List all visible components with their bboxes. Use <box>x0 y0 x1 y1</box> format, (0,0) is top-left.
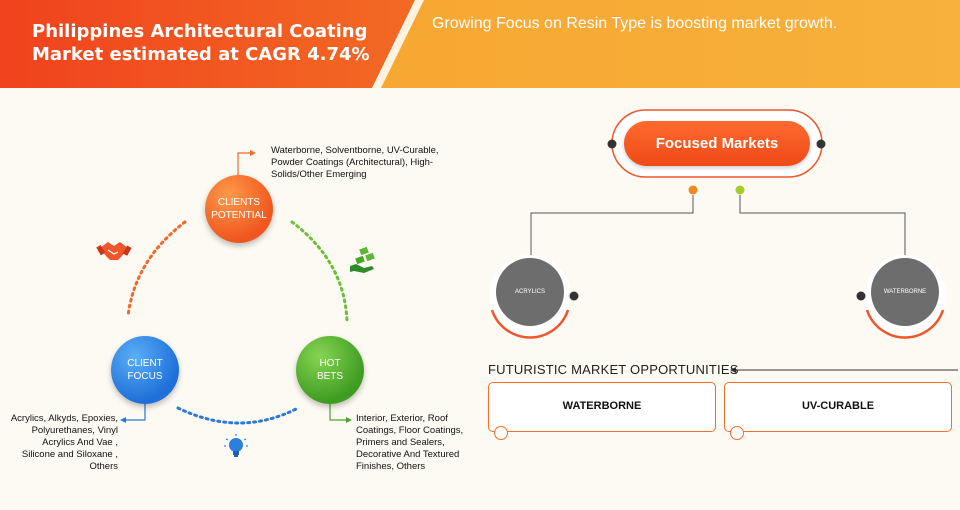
header-banner: Philippines Architectural Coating Market… <box>0 0 960 88</box>
hot-bets-label-2: BETS <box>316 371 344 382</box>
opportunity-ring-2 <box>730 426 744 440</box>
segment-acrylics <box>489 255 579 339</box>
clients-potential-text: Waterborne, Solventborne, UV-Curable, Po… <box>271 145 439 180</box>
opportunities-title: FUTURISTIC MARKET OPPORTUNITIES <box>488 362 739 377</box>
page-title: Philippines Architectural Coating Market… <box>32 21 370 65</box>
clients-potential-node: CLIENTS POTENTIAL <box>205 175 273 243</box>
header-background <box>0 0 960 88</box>
handshake-icon <box>96 242 132 260</box>
leader-focus <box>126 404 146 421</box>
lightbulb-icon <box>224 434 248 457</box>
client-focus-node: CLIENT FOCUS <box>111 336 179 404</box>
arc-orange <box>126 220 187 318</box>
page-subtitle: Growing Focus on Resin Type is boosting … <box>432 15 838 32</box>
line-to-acrylics <box>530 195 694 258</box>
connector-dot-orange <box>688 185 698 195</box>
connector-dot-green <box>735 185 745 195</box>
hot-bets-text: Interior, Exterior, Roof Coatings, Floor… <box>356 413 464 472</box>
line-to-waterborne <box>739 195 906 258</box>
arc-green <box>290 220 349 324</box>
opportunity-label-uv-curable: UV-CURABLE <box>801 400 875 412</box>
opportunity-box-uv-curable: UV-CURABLE <box>724 382 952 432</box>
segment-waterborne <box>856 255 946 339</box>
clients-potential-label-2: POTENTIAL <box>211 210 267 221</box>
segment-waterborne-label: WATERBORNE <box>883 289 927 295</box>
opportunity-label-waterborne: WATERBORNE <box>562 400 642 412</box>
leader-bets <box>329 404 346 421</box>
client-focus-text: Acrylics, Alkyds, Epoxies, Polyurethanes… <box>10 413 118 472</box>
leader-potential <box>237 152 250 175</box>
money-hand-icon <box>350 246 375 273</box>
segment-acrylics-label: ACRYLICS <box>515 289 545 295</box>
opportunity-box-waterborne: WATERBORNE <box>488 382 716 432</box>
arc-blue <box>176 406 300 425</box>
hot-bets-label-1: HOT <box>319 358 341 369</box>
clients-potential-label-1: CLIENTS <box>217 197 261 208</box>
hot-bets-node: HOT BETS <box>296 336 364 404</box>
client-focus-label-1: CLIENT <box>127 358 163 369</box>
opportunity-ring-1 <box>494 426 508 440</box>
focused-markets-pill: Focused Markets <box>624 121 810 166</box>
client-focus-label-2: FOCUS <box>127 371 163 382</box>
